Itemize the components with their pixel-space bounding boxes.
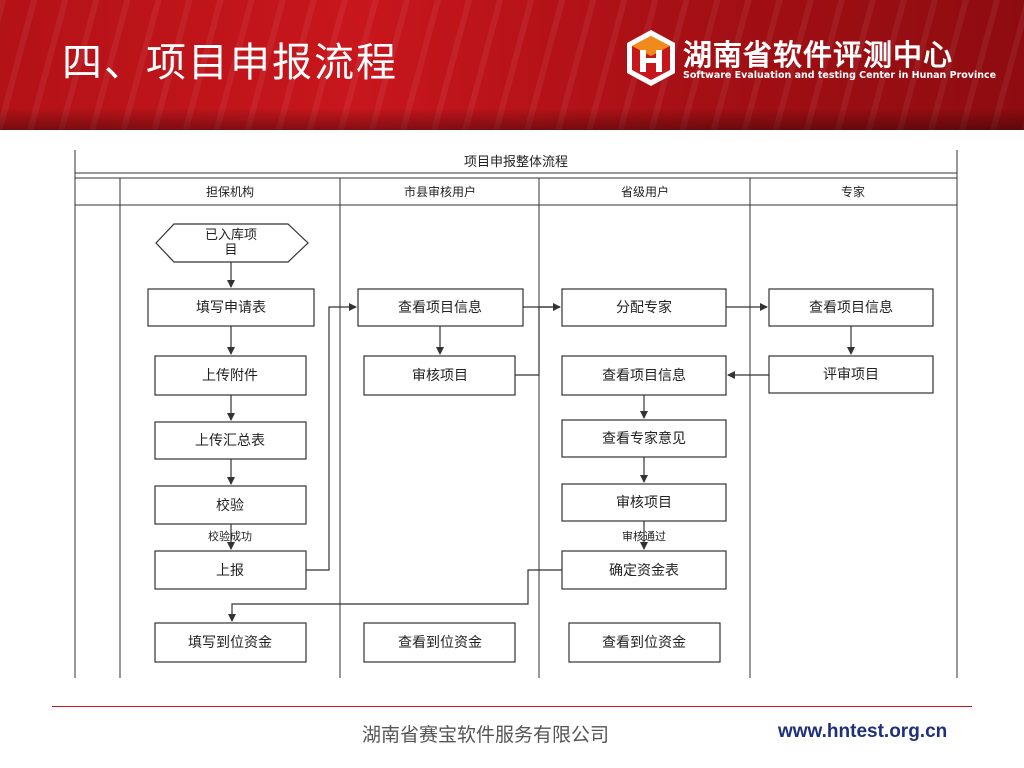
city-view-funds-node [363,622,516,663]
exp-review-label: 评审项目 [823,367,879,383]
report-node [154,550,307,590]
fill-form-label: 填写申请表 [196,300,266,316]
page-title: 四、项目申报流程 [62,40,398,86]
fill-funds-node [154,622,307,663]
verify-label: 校验 [216,497,244,514]
exp-review-node [768,355,934,394]
verify-ok-label: 校验成功 [208,529,252,543]
prov-confirm-node [561,550,727,590]
city-view-funds-label: 查看到位资金 [398,635,482,651]
prov-view-opinion-node [561,419,727,458]
city-view-info-label: 查看项目信息 [398,299,482,316]
flowchart: 项目申报整体流程 担保机构 市县审核用户 省级用户 专家 已入库项 目 填写申请… [74,150,958,678]
swimlane-frame [74,150,958,678]
prov-assign-label: 分配专家 [616,299,672,316]
footer-divider [52,706,972,707]
footer-company: 湖南省赛宝软件服务有限公司 [362,724,610,746]
prov-assign-node [561,288,727,327]
prov-view-info-label: 查看项目信息 [602,367,686,384]
start-node [155,223,309,263]
logo: 湖南省软件评测中心 Software Evaluation and testin… [623,28,996,88]
logo-name-en: Software Evaluation and testing Center i… [683,70,997,81]
prov-view-funds-label: 查看到位资金 [602,635,686,651]
upload-attach-node [154,355,307,396]
start-node-label-2: 目 [224,243,237,258]
upload-attach-label: 上传附件 [202,368,258,384]
exp-view-info-node [768,288,934,327]
logo-emblem-icon [627,30,675,86]
lane-header-guarantor: 担保机构 [206,184,254,199]
lane-header-city: 市县审核用户 [404,184,476,199]
logo-name-cn: 湖南省软件评测中心 [683,38,954,72]
prov-review-label: 审核项目 [616,495,672,511]
prov-review-node [561,483,727,522]
lane-header-province: 省级用户 [621,184,669,199]
fill-funds-label: 填写到位资金 [188,635,272,651]
lane-header-expert: 专家 [841,184,865,199]
start-node-label: 已入库项 [205,227,257,243]
report-label: 上报 [216,563,244,579]
prov-view-opinion-label: 查看专家意见 [602,430,686,447]
diagram-title: 项目申报整体流程 [464,155,568,170]
exp-view-info-label: 查看项目信息 [809,299,893,316]
verify-node [154,485,307,525]
prov-confirm-label: 确定资金表 [609,563,679,579]
upload-summary-label: 上传汇总表 [195,433,265,449]
footer-url[interactable]: www.hntest.org.cn [778,721,948,742]
slide-header: 四、项目申报流程 湖南省软件评测中心 Software Evaluation a… [0,0,1024,130]
prov-view-funds-node [568,622,721,663]
city-review-node [363,355,516,396]
connectors [227,262,855,622]
city-review-label: 审核项目 [412,368,468,384]
